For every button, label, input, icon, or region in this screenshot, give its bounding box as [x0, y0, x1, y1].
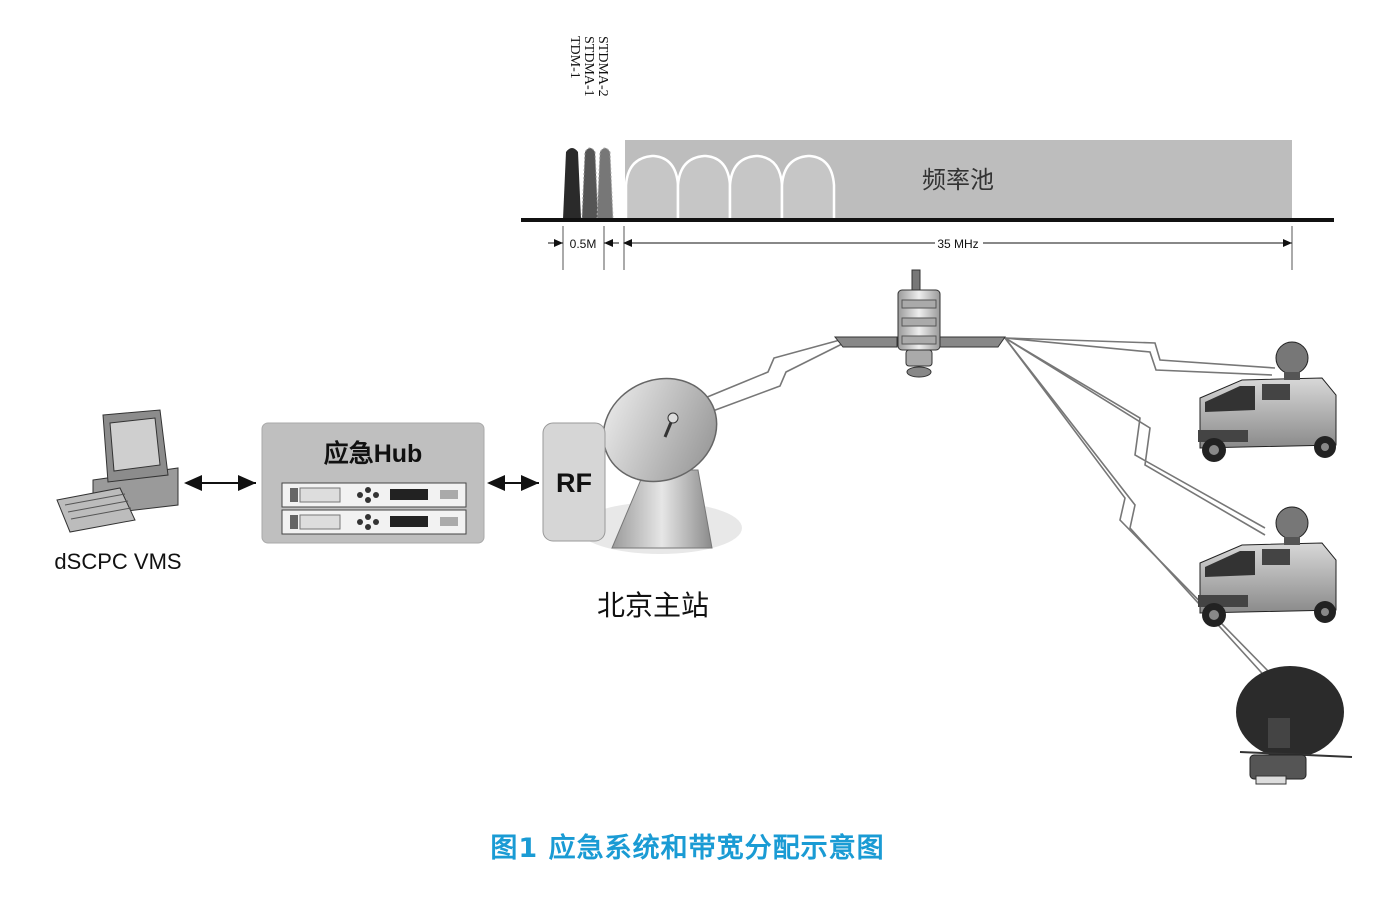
main-station-antenna	[578, 377, 742, 554]
carrier-label-tdm-1: TDM-1	[567, 36, 582, 79]
rf-links	[699, 337, 1276, 683]
downlink-van-1	[1004, 337, 1276, 369]
vms-computer-icon	[56, 409, 179, 533]
hub-rack-unit-2	[281, 509, 467, 535]
small-bandwidth-label: 0.5M	[570, 237, 597, 251]
portable-antenna	[1236, 666, 1353, 785]
rf-unit: RF	[542, 422, 606, 542]
emergency-hub: 应急Hub	[261, 422, 485, 544]
pool-carriers	[624, 154, 836, 219]
dimension-large: 35 MHz	[623, 237, 1292, 251]
figure-caption: 图1 应急系统和带宽分配示意图	[490, 833, 885, 864]
large-bandwidth-label: 35 MHz	[937, 237, 978, 251]
main-station-label: 北京主站	[597, 589, 709, 622]
uplink-beam	[699, 339, 841, 401]
solar-panel-left	[833, 336, 898, 348]
carrier-label-stdma-1: STDMA-1	[581, 36, 596, 97]
emergency-van-1	[1198, 341, 1337, 462]
downlink-portable	[1004, 337, 1273, 676]
hub-label-en: Hub	[374, 440, 423, 468]
vms-label: dSCPC VMS	[54, 549, 181, 574]
dimension-ticks	[562, 226, 1293, 270]
hub-rack-unit-1	[281, 482, 467, 508]
emergency-van-2	[1198, 506, 1337, 627]
satellite	[833, 269, 1006, 378]
carrier-stdma-1	[581, 147, 599, 220]
spectrum-panel: 频率池 STDMA-2 STDMA-1 TDM-1 0.5M	[521, 36, 1334, 270]
solar-panel-right	[939, 336, 1006, 348]
frequency-pool-label: 频率池	[922, 166, 994, 194]
carrier-label-stdma-2: STDMA-2	[595, 36, 610, 97]
carrier-tdm-1	[563, 148, 581, 219]
downlink-van-2	[1004, 337, 1266, 529]
carrier-stdma-2	[596, 147, 614, 220]
hub-label: 应急Hub	[324, 439, 423, 468]
rf-label: RF	[556, 468, 592, 498]
narrow-carriers	[563, 147, 614, 220]
dimension-small: 0.5M	[548, 237, 619, 251]
hub-label-cn: 应急	[324, 439, 374, 468]
